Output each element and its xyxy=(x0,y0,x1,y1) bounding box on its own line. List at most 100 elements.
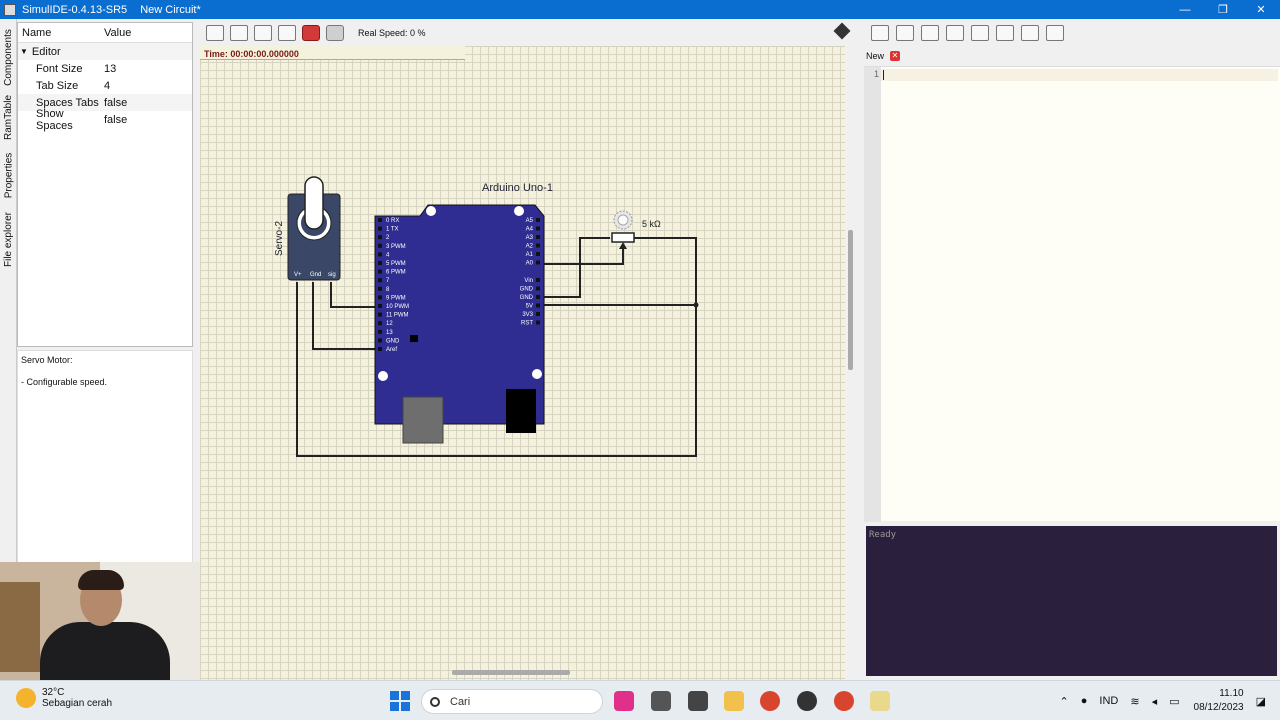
chrome-icon-active[interactable] xyxy=(834,691,854,711)
pin-header xyxy=(378,338,382,343)
description-title: Servo Motor: xyxy=(21,355,73,365)
code-editor[interactable]: 1 xyxy=(864,66,1280,522)
pin-label: A3 xyxy=(526,235,534,241)
pin-header xyxy=(536,252,540,256)
new-file-button[interactable] xyxy=(871,25,889,41)
document-title: New Circuit* xyxy=(140,3,201,16)
window-title: SimulIDE-0.4.13-SR5 New Circuit* xyxy=(22,4,211,16)
wifi-icon[interactable]: ≋ xyxy=(1130,695,1140,708)
clock-time: 11.10 xyxy=(1219,688,1244,699)
mount-hole xyxy=(514,206,524,216)
close-icon[interactable]: ✕ xyxy=(890,51,901,61)
app-icon-arduino[interactable] xyxy=(797,691,817,711)
search-button[interactable] xyxy=(971,25,989,41)
microphone-icon[interactable]: ● xyxy=(1080,695,1088,707)
compile-check-button[interactable] xyxy=(996,25,1014,41)
component-description: Servo Motor: - Configurable speed. xyxy=(17,350,193,565)
copilot-icon[interactable] xyxy=(614,691,634,711)
open-circuit-button[interactable] xyxy=(230,25,248,41)
save-file-button[interactable] xyxy=(921,25,939,41)
task-view-icon[interactable] xyxy=(651,691,671,711)
file-explorer-icon[interactable] xyxy=(724,691,744,711)
property-group-editor[interactable]: ▼ Editor xyxy=(18,43,192,60)
simulide-taskbar-icon[interactable] xyxy=(870,691,890,711)
close-button[interactable]: ✕ xyxy=(1256,4,1266,16)
power-button[interactable] xyxy=(302,25,320,41)
clock[interactable]: 11.10 08/12/2023 xyxy=(1194,687,1244,715)
pin-label: 7 xyxy=(386,278,390,284)
pin-label: 3 PWM xyxy=(386,244,406,250)
snipping-tool-icon[interactable] xyxy=(688,691,708,711)
property-table-header: Name Value xyxy=(18,23,192,43)
pot-knob-center xyxy=(617,214,629,226)
weather-widget[interactable]: 32°C Sebagian cerah xyxy=(16,687,112,709)
canvas-vertical-scrollbar[interactable] xyxy=(848,230,853,370)
pot-value-label: 5 kΩ xyxy=(642,219,661,229)
real-speed-indicator: Real Speed: 0 % xyxy=(358,28,426,38)
pin-header xyxy=(378,235,382,240)
property-row[interactable]: Tab Size 4 xyxy=(36,79,111,92)
pin-header xyxy=(536,218,540,222)
pin-label: GND xyxy=(386,338,400,344)
minimize-button[interactable]: — xyxy=(1179,3,1191,16)
pin-header xyxy=(378,295,382,300)
upload-button[interactable] xyxy=(1021,25,1039,41)
pin-label: GND xyxy=(520,295,534,301)
debug-button[interactable] xyxy=(1046,25,1064,41)
pin-header xyxy=(536,286,540,291)
servo-pin-label: sig xyxy=(328,272,336,278)
pin-header xyxy=(536,260,540,265)
tab-properties[interactable]: Properties xyxy=(3,152,15,198)
pause-button[interactable] xyxy=(326,25,344,41)
weather-condition: Sebagian cerah xyxy=(42,698,113,709)
onboard-led xyxy=(410,335,418,342)
pin-header xyxy=(536,235,540,239)
tab-file-explorer[interactable]: File explorer xyxy=(3,211,14,267)
pot-wiper xyxy=(619,242,627,249)
chevron-up-icon[interactable]: ⌃ xyxy=(1059,695,1069,708)
notification-icon[interactable]: ◪ xyxy=(1255,695,1266,708)
new-circuit-button[interactable] xyxy=(206,25,224,41)
language-indicator[interactable]: IND xyxy=(1099,695,1119,707)
pin-label: 5V xyxy=(526,304,533,310)
canvas-horizontal-scrollbar[interactable] xyxy=(452,670,570,675)
pin-header xyxy=(378,226,382,231)
open-file-button[interactable] xyxy=(896,25,914,41)
tab-components[interactable]: Components xyxy=(3,28,15,86)
property-row[interactable]: Show Spaces false xyxy=(36,107,128,132)
text-caret xyxy=(883,70,884,80)
property-row[interactable]: Spaces Tabs false xyxy=(18,94,192,111)
line-number-gutter: 1 xyxy=(864,67,881,522)
wire-pot-gnd xyxy=(544,237,610,298)
editor-toolbar xyxy=(864,22,1280,44)
pin-label: 2 xyxy=(386,235,390,241)
chrome-icon[interactable] xyxy=(760,691,780,711)
pin-header xyxy=(378,243,382,248)
windows-start-icon[interactable] xyxy=(390,691,410,711)
property-row[interactable]: Font Size 13 xyxy=(36,62,117,75)
editor-tab[interactable]: New ✕ xyxy=(866,48,901,64)
weather-sun-icon xyxy=(16,688,36,708)
app-title: SimulIDE-0.4.13-SR5 xyxy=(22,3,128,16)
maximize-button[interactable]: ❐ xyxy=(1218,4,1228,16)
servo-component: V+ Gnd sig Servo-2 xyxy=(274,176,341,281)
wire-servo-sig xyxy=(330,282,380,308)
circuit-drawing: V+ Gnd sig Servo-2 Arduino Uno-1 0 RX1 T… xyxy=(274,176,699,457)
pin-label: RST xyxy=(521,321,533,327)
pin-label: 1 TX xyxy=(386,227,399,233)
tab-ramtable[interactable]: RamTable xyxy=(3,94,14,140)
volume-icon[interactable]: ◂ xyxy=(1151,695,1158,708)
save-circuit-button[interactable] xyxy=(254,25,272,41)
pin-label: 4 xyxy=(386,252,390,258)
taskbar-search[interactable]: Cari xyxy=(421,689,603,714)
battery-icon[interactable]: ▭ xyxy=(1169,695,1180,708)
output-console: Ready xyxy=(866,526,1277,676)
save-as-button[interactable] xyxy=(278,25,296,41)
pin-header xyxy=(378,218,382,222)
editor-tab-label: New xyxy=(866,51,885,61)
settings-diamond-icon[interactable] xyxy=(833,22,851,40)
save-file-as-button[interactable] xyxy=(946,25,964,41)
pin-header xyxy=(378,278,382,283)
pin-label: 10 PWM xyxy=(386,304,409,310)
